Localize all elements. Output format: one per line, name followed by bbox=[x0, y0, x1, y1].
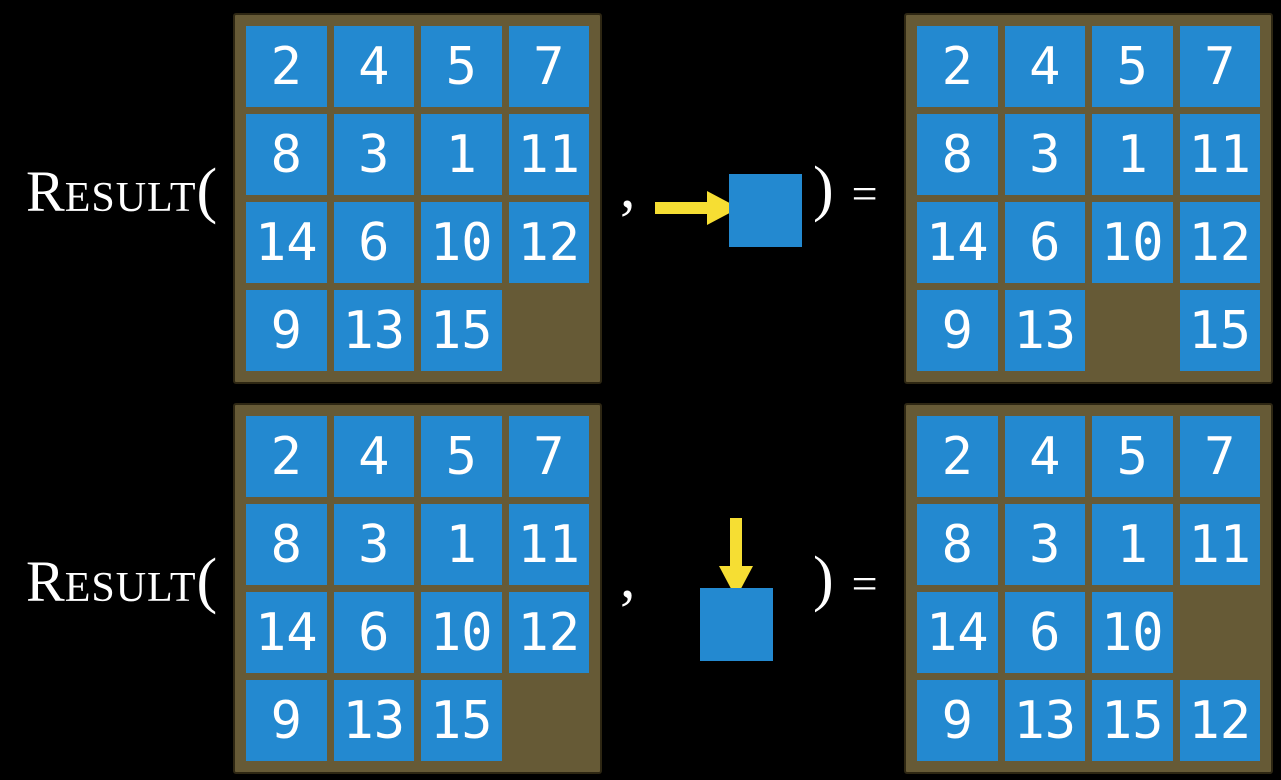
tile-6: 6 bbox=[1004, 202, 1085, 283]
tile-9: 9 bbox=[246, 680, 327, 761]
tile-8: 8 bbox=[917, 504, 998, 585]
tile-1: 1 bbox=[421, 114, 502, 195]
tile-12: 12 bbox=[508, 202, 589, 283]
tile-5: 5 bbox=[1092, 416, 1173, 497]
tile-7: 7 bbox=[508, 26, 589, 107]
tile-13: 13 bbox=[1004, 680, 1085, 761]
tile-4: 4 bbox=[1004, 26, 1085, 107]
tile-12: 12 bbox=[1179, 680, 1260, 761]
tile-13: 13 bbox=[333, 680, 414, 761]
tile-9: 9 bbox=[917, 680, 998, 761]
tile-4: 4 bbox=[333, 416, 414, 497]
tile-7: 7 bbox=[1179, 416, 1260, 497]
tile-10: 10 bbox=[1092, 592, 1173, 673]
tile-11: 11 bbox=[508, 114, 589, 195]
result-label-smallcaps: ESULT bbox=[64, 565, 197, 611]
close-paren-equals: )= bbox=[813, 158, 878, 220]
tile-1: 1 bbox=[1092, 114, 1173, 195]
tile-11: 11 bbox=[1179, 114, 1260, 195]
equals-sign: = bbox=[851, 558, 878, 609]
tile-14: 14 bbox=[917, 202, 998, 283]
tile-8: 8 bbox=[917, 114, 998, 195]
tile-3: 3 bbox=[333, 114, 414, 195]
tile-15: 15 bbox=[421, 290, 502, 371]
tile-6: 6 bbox=[1004, 592, 1085, 673]
tile-4: 4 bbox=[1004, 416, 1085, 497]
comma: , bbox=[620, 153, 636, 221]
tile-13: 13 bbox=[1004, 290, 1085, 371]
tile-12: 12 bbox=[1179, 202, 1260, 283]
close-paren: ) bbox=[813, 545, 834, 613]
tile-15: 15 bbox=[1092, 680, 1173, 761]
result-label: RESULT( bbox=[26, 160, 217, 222]
result-label: RESULT( bbox=[26, 550, 217, 612]
tile-10: 10 bbox=[1092, 202, 1173, 283]
result-label-smallcaps: ESULT bbox=[64, 175, 197, 221]
close-paren-equals: )= bbox=[813, 548, 878, 610]
tile-8: 8 bbox=[246, 114, 327, 195]
tile-10: 10 bbox=[421, 592, 502, 673]
tile-3: 3 bbox=[1004, 504, 1085, 585]
tile-9: 9 bbox=[246, 290, 327, 371]
close-paren: ) bbox=[813, 155, 834, 223]
open-paren: ( bbox=[196, 157, 218, 225]
comma: , bbox=[620, 543, 636, 611]
equals-sign: = bbox=[851, 168, 878, 219]
down-arrow-icon bbox=[719, 518, 753, 598]
tile-3: 3 bbox=[1004, 114, 1085, 195]
empty-cell bbox=[509, 290, 590, 371]
tile-4: 4 bbox=[333, 26, 414, 107]
tile-14: 14 bbox=[246, 202, 327, 283]
action-tile bbox=[700, 588, 773, 661]
tile-9: 9 bbox=[917, 290, 998, 371]
tile-3: 3 bbox=[333, 504, 414, 585]
tile-14: 14 bbox=[246, 592, 327, 673]
empty-cell bbox=[1092, 290, 1173, 371]
tile-12: 12 bbox=[508, 592, 589, 673]
empty-cell bbox=[509, 680, 590, 761]
tile-1: 1 bbox=[1092, 504, 1173, 585]
tile-5: 5 bbox=[1092, 26, 1173, 107]
tile-15: 15 bbox=[1179, 290, 1260, 371]
right-arrow-icon bbox=[655, 191, 739, 225]
result-label-cap: R bbox=[26, 549, 65, 614]
tile-5: 5 bbox=[421, 416, 502, 497]
tile-14: 14 bbox=[917, 592, 998, 673]
tile-10: 10 bbox=[421, 202, 502, 283]
tile-13: 13 bbox=[333, 290, 414, 371]
tile-2: 2 bbox=[246, 416, 327, 497]
tile-2: 2 bbox=[917, 26, 998, 107]
tile-2: 2 bbox=[246, 26, 327, 107]
tile-8: 8 bbox=[246, 504, 327, 585]
empty-cell bbox=[1180, 592, 1261, 673]
tile-7: 7 bbox=[508, 416, 589, 497]
tile-2: 2 bbox=[917, 416, 998, 497]
open-paren: ( bbox=[196, 547, 218, 615]
action-tile bbox=[729, 174, 802, 247]
tile-15: 15 bbox=[421, 680, 502, 761]
tile-1: 1 bbox=[421, 504, 502, 585]
tile-11: 11 bbox=[508, 504, 589, 585]
tile-11: 11 bbox=[1179, 504, 1260, 585]
tile-6: 6 bbox=[333, 202, 414, 283]
result-label-cap: R bbox=[26, 159, 65, 224]
tile-7: 7 bbox=[1179, 26, 1260, 107]
tile-5: 5 bbox=[421, 26, 502, 107]
tile-6: 6 bbox=[333, 592, 414, 673]
